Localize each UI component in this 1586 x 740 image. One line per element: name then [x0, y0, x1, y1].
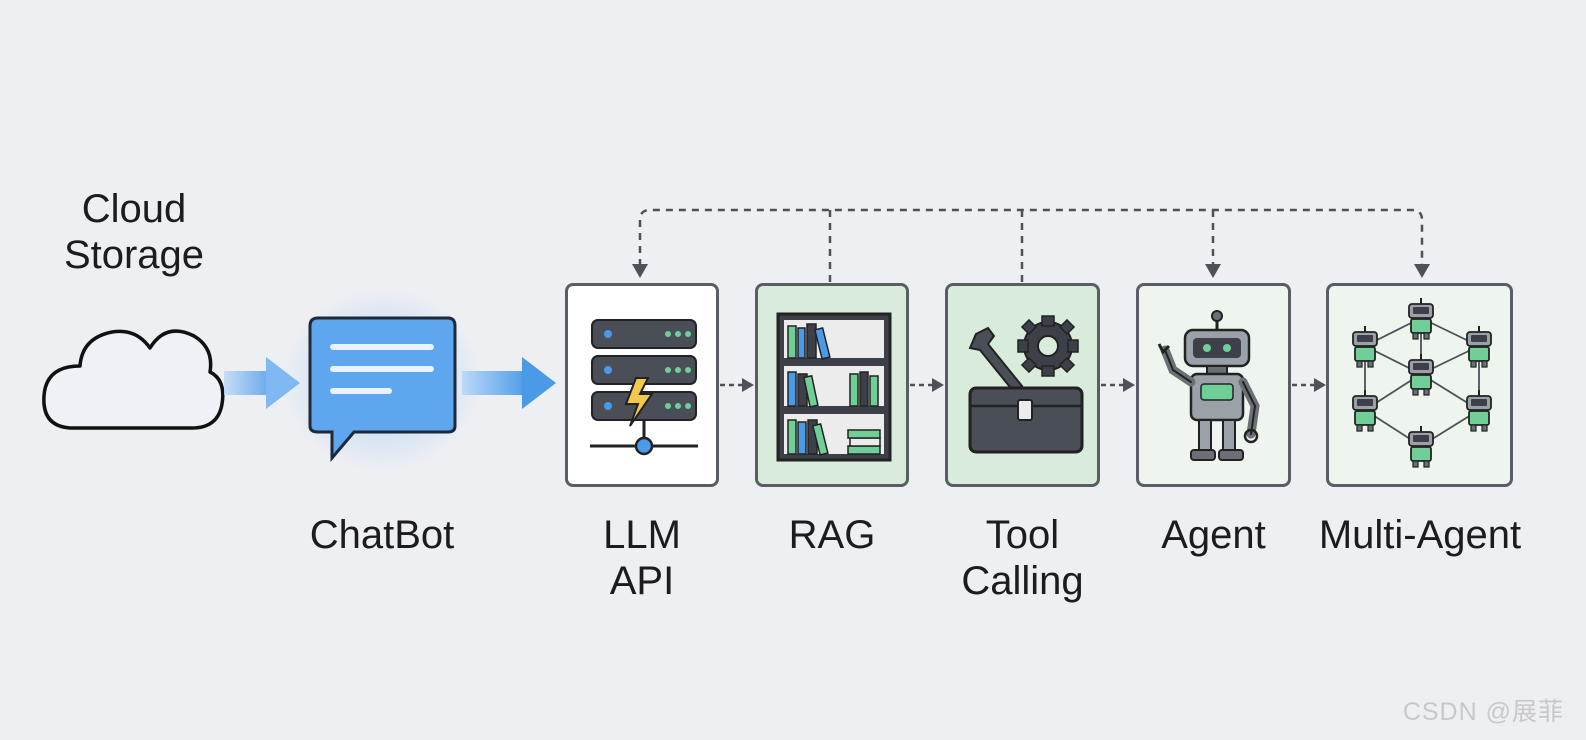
robot-icon — [1157, 310, 1260, 461]
feedback-loop-connector — [638, 208, 1424, 282]
arrow-head-down-llm — [632, 264, 648, 278]
label-agent-text: Agent — [1161, 513, 1266, 557]
bookshelf-icon — [776, 312, 892, 462]
mini-robot-icon — [1466, 390, 1492, 432]
label-tool-calling-line2: Calling — [961, 559, 1084, 603]
chat-bubble-icon — [308, 316, 457, 463]
mini-robot-icon — [1352, 326, 1378, 368]
label-cloud-storage-line1: Cloud — [81, 187, 187, 231]
cloud-icon — [42, 329, 225, 430]
server-icon — [590, 319, 698, 456]
mini-robot-icon — [1466, 326, 1492, 368]
label-multi-agent: Multi-Agent — [1300, 512, 1540, 558]
mini-robot-icon — [1408, 426, 1434, 468]
label-cloud-storage-line2: Storage — [63, 233, 205, 277]
card-multi-agent — [1326, 283, 1513, 487]
card-agent — [1136, 283, 1291, 487]
label-tool-calling-line1: Tool — [985, 513, 1060, 557]
arrow-head-down-multi-agent — [1414, 264, 1430, 278]
card-tool-calling — [945, 283, 1100, 487]
label-rag-text: RAG — [788, 513, 876, 557]
label-llm-api-line1: LLM — [603, 513, 681, 557]
mini-robot-icon — [1408, 298, 1434, 340]
label-agent: Agent — [1136, 512, 1291, 558]
label-multi-agent-text: Multi-Agent — [1318, 513, 1522, 557]
label-chatbot-text: ChatBot — [309, 513, 455, 557]
label-cloud-storage: Cloud Storage — [44, 186, 224, 278]
label-tool-calling: Tool Calling — [935, 512, 1110, 604]
toolbox-icon — [968, 315, 1084, 454]
mini-robot-icon — [1352, 390, 1378, 432]
card-llm-api — [565, 283, 719, 487]
mini-robot-icon — [1408, 354, 1434, 396]
robot-network-icon — [1352, 298, 1492, 468]
stage-arrow-heads — [742, 378, 1326, 392]
watermark: CSDN @展菲 — [1402, 698, 1564, 726]
arrow-head-down-agent — [1205, 264, 1221, 278]
arrow-chatbot-to-llm — [462, 357, 556, 409]
gear-icon — [1017, 315, 1079, 377]
lightning-icon — [624, 377, 654, 427]
label-llm-api-line2: API — [609, 559, 675, 603]
label-rag: RAG — [755, 512, 909, 558]
wrench-icon — [968, 326, 1024, 394]
label-chatbot: ChatBot — [292, 512, 472, 558]
label-llm-api: LLM API — [565, 512, 719, 604]
card-rag — [755, 283, 909, 487]
